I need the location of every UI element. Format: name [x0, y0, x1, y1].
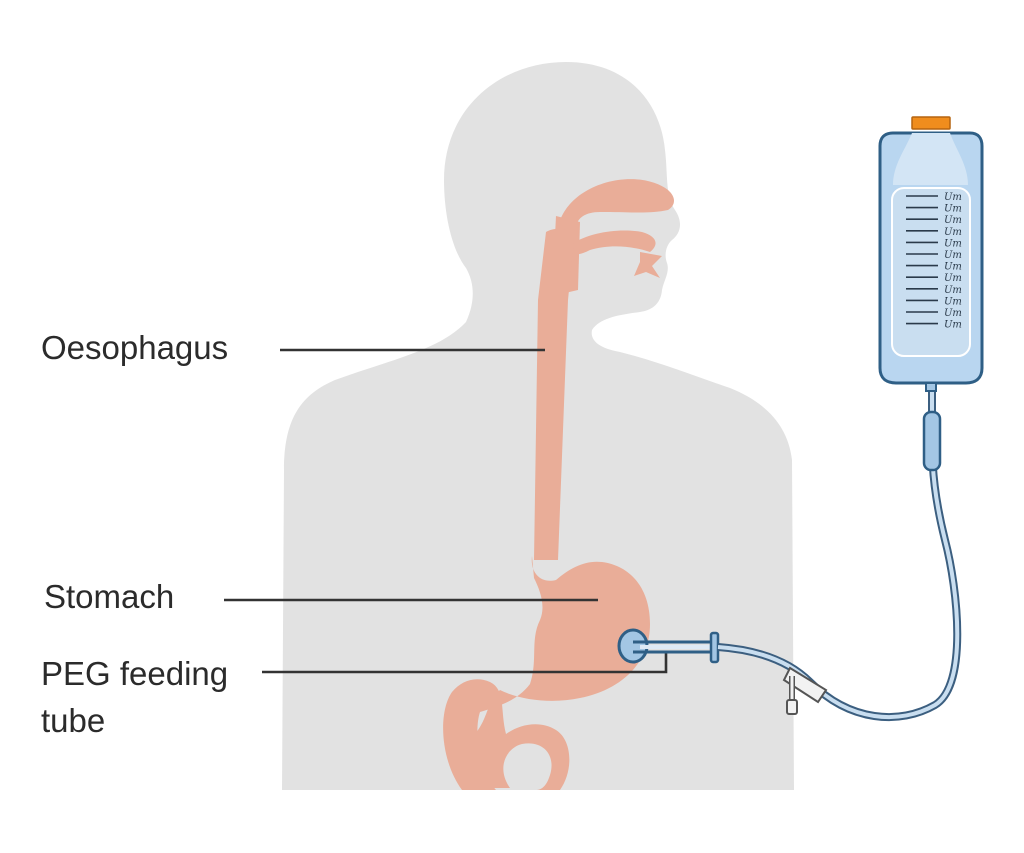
leader-lines — [224, 348, 668, 674]
peg-leader-line — [262, 652, 668, 674]
graduation-marking: Um — [944, 238, 962, 249]
teeth-lower — [634, 252, 662, 278]
graduation-marking: Um — [944, 296, 962, 307]
stomach-label: Stomach — [44, 578, 175, 615]
graduation-marking: Um — [944, 215, 962, 226]
external-bolster — [709, 631, 720, 664]
bag-outlet — [925, 382, 937, 392]
tongue — [572, 230, 656, 255]
peg-tube — [617, 628, 720, 664]
nasal-oral-cavity — [558, 179, 674, 228]
drip-chamber — [922, 410, 942, 472]
feeding-line — [717, 380, 962, 722]
oesophagus-label: Oesophagus — [41, 329, 229, 366]
bag-neck-shape — [893, 133, 968, 185]
graduation-marking: Um — [944, 227, 962, 238]
graduation-marking: Um — [944, 308, 962, 319]
graduation-marking: Um — [944, 262, 962, 273]
graduation-marking: Um — [944, 285, 962, 296]
bag-graduation-ticks — [906, 195, 938, 325]
peg-feeding-tube-label-line1: PEG feeding — [41, 655, 229, 692]
port-cap — [786, 699, 798, 715]
peg-feeding-tube-label-line2: tube — [41, 702, 106, 739]
bag-cap — [911, 116, 951, 130]
graduation-marking: Um — [944, 273, 962, 284]
graduation-marking: Um — [944, 192, 962, 203]
graduation-marking: Um — [944, 320, 962, 331]
oesophagus — [534, 228, 574, 560]
graduation-marking: Um — [944, 204, 962, 215]
graduation-marking: Um — [944, 250, 962, 261]
